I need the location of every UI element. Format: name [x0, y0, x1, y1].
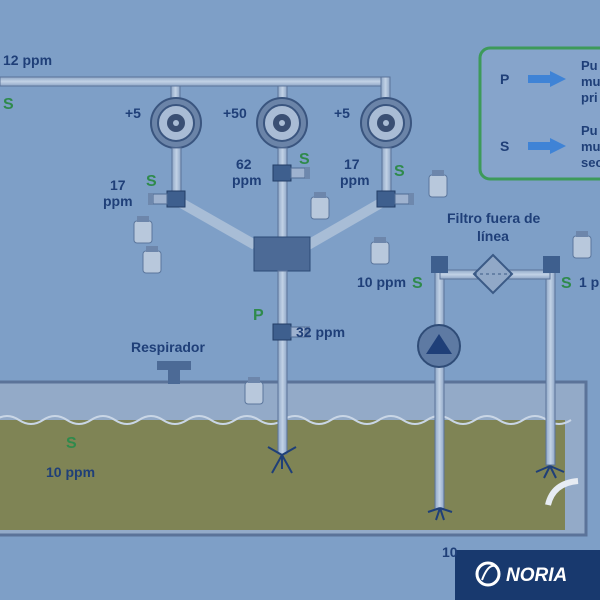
- arrow-primary-icon: [550, 71, 566, 87]
- bearing-right-icon: [360, 97, 412, 149]
- bearing-left-icon: [150, 97, 202, 149]
- bearing-left-ppm-unit: ppm: [103, 193, 133, 209]
- legend-s-line2: mu: [581, 139, 600, 154]
- logo-text: NORIA: [506, 565, 567, 586]
- drain-hose: [545, 478, 579, 506]
- top-ppm-label: 12 ppm: [3, 52, 52, 68]
- collector-manifold: [253, 236, 311, 272]
- sample-bottle-icon: [133, 215, 153, 244]
- bearing-left-ppm-value: 17: [110, 177, 126, 193]
- s-bearing-right-label: S: [394, 163, 405, 180]
- breather-icon: [157, 361, 191, 384]
- bearing-center-ppm-unit: ppm: [232, 172, 262, 188]
- filter-title-line2: línea: [477, 228, 509, 244]
- bearing-center-icon: [256, 97, 308, 149]
- noria-logo: [455, 550, 600, 600]
- bearing-right-factor: +5: [334, 105, 350, 121]
- legend-box: [478, 46, 600, 181]
- filter-right-ppm-label: 1 p: [579, 274, 599, 290]
- s-filter-left-label: S: [412, 275, 423, 292]
- offline-filter-loop: [417, 253, 560, 511]
- valve-bearing-right-icon: [376, 190, 415, 208]
- tank-ppm-label: 10 ppm: [46, 464, 95, 480]
- bottom-cut-label: 10: [442, 544, 458, 560]
- legend-s-line1: Pu: [581, 123, 598, 138]
- legend-p-line1: Pu: [581, 58, 598, 73]
- sample-bottle-icon: [428, 169, 448, 198]
- valve-bearing-left-icon: [147, 190, 186, 208]
- bearing-center-ppm-value: 62: [236, 156, 252, 172]
- bearing-right-ppm-unit: ppm: [340, 172, 370, 188]
- legend-p-key: P: [500, 71, 509, 87]
- s-topleft-label: S: [3, 96, 14, 113]
- p-primary-label: P: [253, 307, 264, 324]
- primary-ppm-label: 32 ppm: [296, 324, 345, 340]
- diffuser-arrows: [267, 446, 565, 521]
- s-tank-label: S: [66, 435, 77, 452]
- bearing-right-ppm-value: 17: [344, 156, 360, 172]
- s-bearing-center-label: S: [299, 151, 310, 168]
- sample-bottle-icon: [370, 236, 390, 265]
- s-filter-right-label: S: [561, 275, 572, 292]
- sample-bottle-icon: [310, 191, 330, 220]
- sample-bottle-icon: [572, 230, 592, 259]
- reservoir-tank: [0, 380, 588, 537]
- filter-left-ppm-label: 10 ppm: [357, 274, 406, 290]
- legend-s-line3: sec: [581, 155, 600, 170]
- return-lines: [171, 147, 392, 455]
- bearing-center-factor: +50: [223, 105, 247, 121]
- legend-p-line3: pri: [581, 90, 598, 105]
- filter-title-line1: Filtro fuera de: [447, 210, 541, 226]
- supply-header: [0, 76, 391, 101]
- s-bearing-left-label: S: [146, 173, 157, 190]
- breather-label: Respirador: [131, 339, 205, 355]
- arrow-secondary-icon: [550, 138, 566, 154]
- legend-s-key: S: [500, 138, 509, 154]
- legend-p-line2: mu: [581, 74, 600, 89]
- bearing-left-factor: +5: [125, 105, 141, 121]
- sample-bottle-icon: [142, 245, 162, 274]
